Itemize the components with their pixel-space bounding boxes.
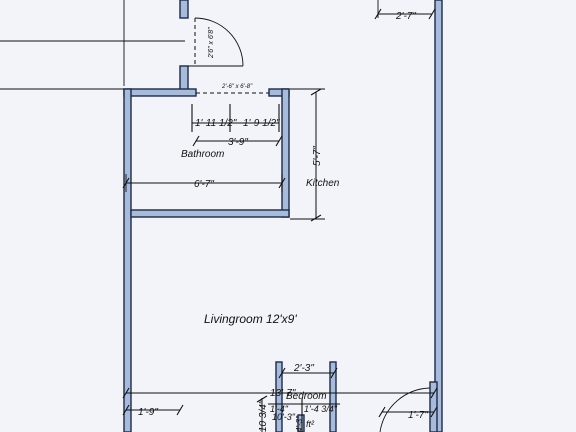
door-swing-top [194,17,244,67]
dim-left-bottom: 1'-9" [138,407,158,418]
dim-mid-b: 1'-4 3/4" [304,404,338,414]
dim-door-vertical: 2'6" x 6'8" [208,27,215,59]
room-label-kitchen: Kitchen [306,178,340,189]
dim-bath-width: 3'-9" [228,137,248,148]
door-swing-bottom-right [379,387,431,432]
wall-left-upper [179,65,189,91]
wall-top-left-stub [179,0,189,19]
wall-bath-right [281,88,290,218]
wall-bedroom-inner [297,414,305,432]
room-label-bathroom: Bathroom [181,149,224,160]
dim-kitchen-height: 5'-7" [312,146,323,166]
dim-mid-c: 10'-3" [272,412,296,422]
dim-mid-a: 1'-4" [270,404,289,414]
wall-bedroom-left [275,361,283,432]
dim-bath-b: 1'-9 1/2" [243,118,280,129]
dim-kitchen-width: 6'-7" [194,179,214,190]
dim-door-bath: 2'-6" x 6'-8" [221,84,253,90]
dim-vert-bottom: 10 3/4" [258,400,269,432]
dim-area-fragment: ft² [306,419,315,429]
dim-bottom-total: 13'-7" [270,388,296,399]
dim-bath-a: 1'-11 1/2" [195,118,237,129]
dim-side-fragment: 4'-3" [295,415,304,432]
wall-right-outer [434,0,443,432]
wall-bath-bottom [130,209,290,218]
dim-right-bottom: 1'-7" [408,410,428,421]
wall-top-bath-left [123,88,197,97]
dim-top-right: 2'-7" [395,11,416,22]
wall-bedroom-right [329,361,337,432]
dim-bed-top: 2'-3" [293,363,314,374]
room-label-livingroom: Livingroom 12'x9' [204,312,297,326]
wall-left-outer [123,88,132,432]
room-label-bedroom: Bedroom [286,391,327,402]
